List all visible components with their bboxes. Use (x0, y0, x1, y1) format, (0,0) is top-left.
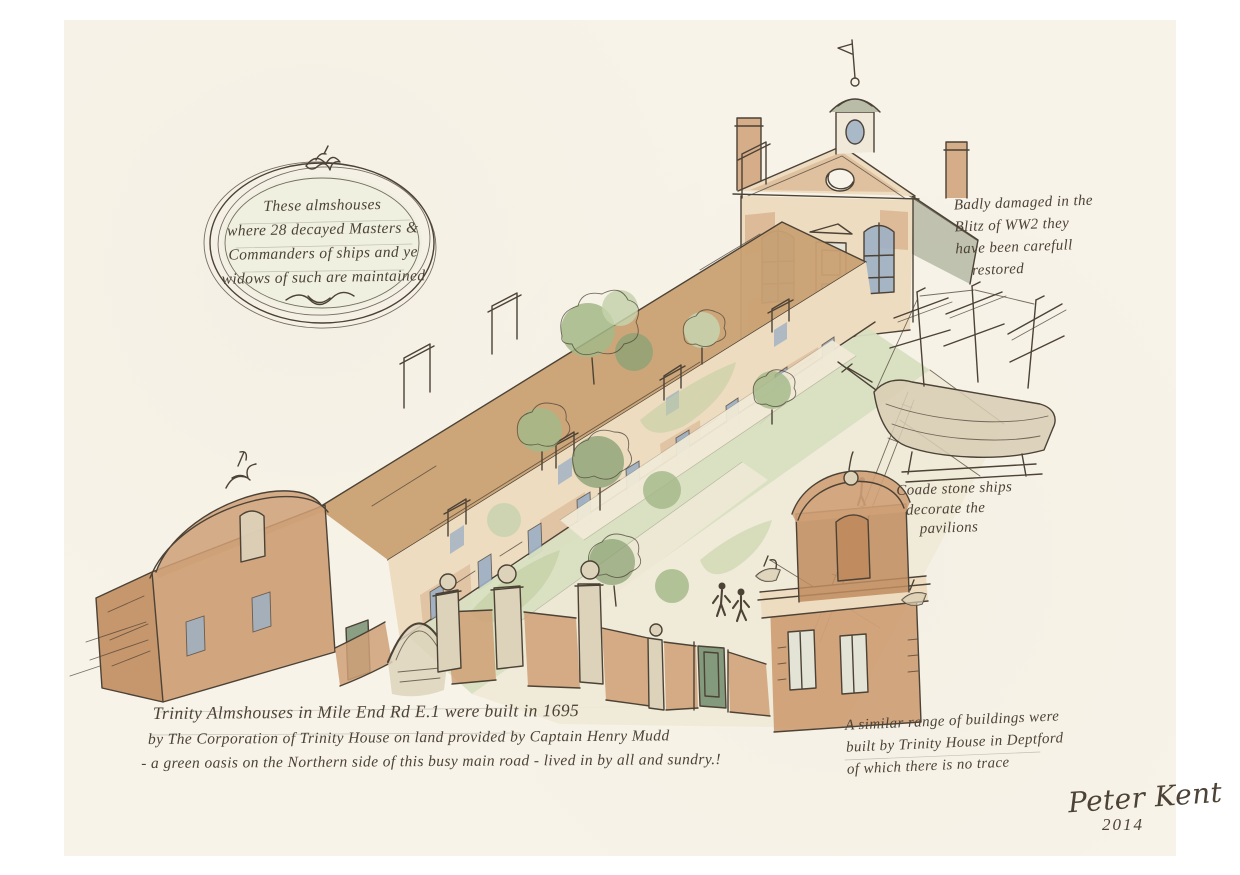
caption-line: - a green oasis on the Northern side of … (141, 750, 722, 772)
coade-ship-ornaments (755, 555, 927, 607)
left-pavilion (95, 450, 371, 703)
cartouche-line: where 28 decayed Masters & (226, 219, 419, 240)
coade-note-line: pavilions (919, 519, 979, 538)
blitz-note-line: restored (971, 261, 1025, 279)
cartouche-line: widows of such are maintained (221, 267, 426, 289)
caption-line: Trinity Almshouses in Mile End Rd E.1 we… (152, 700, 580, 723)
gate-piers (432, 560, 665, 711)
main-caption: Trinity Almshouses in Mile End Rd E.1 we… (141, 698, 721, 774)
right-pavilion (755, 451, 931, 733)
cartouche-line: These almshouses (263, 195, 382, 216)
deptford-note: A similar range of buildings were built … (845, 707, 1065, 782)
cartouche-frame (203, 145, 437, 329)
front-wall (69, 560, 771, 717)
coade-note-line: Coade stone ships (896, 478, 1013, 500)
blitz-note-line: Blitz of WW2 they (954, 215, 1070, 236)
blitz-note-line: Badly damaged in the (953, 192, 1094, 214)
blitz-note: Badly damaged in the Blitz of WW2 they h… (954, 192, 1096, 285)
garden-trees (487, 289, 797, 607)
cartouche-note: These almshouses where 28 decayed Master… (211, 194, 435, 294)
cartouche-line: Commanders of ships and ye (228, 243, 419, 264)
coade-stone-note: Coade stone ships decorate the pavilions (896, 478, 1014, 541)
signature-year: 2014 (1102, 815, 1144, 834)
blitz-note-line: have been carefull (955, 237, 1074, 258)
caption-line: by The Corporation of Trinity House on l… (147, 727, 670, 748)
ship-sketch (837, 281, 1067, 483)
